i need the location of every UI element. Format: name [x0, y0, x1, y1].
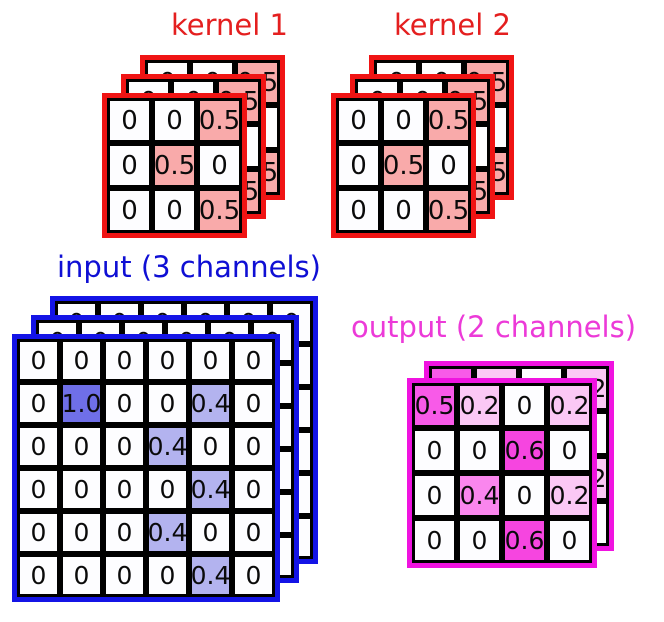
grid-cell: 0.4: [189, 382, 232, 425]
grid-cell: 0: [336, 143, 381, 188]
grid-cell: 0: [60, 468, 103, 511]
grid-cell: 0: [146, 468, 189, 511]
grid-cell: 0: [17, 468, 60, 511]
grid-cell: 0: [502, 473, 547, 518]
grid-cell: 0: [17, 511, 60, 554]
grid-cell: 0: [381, 188, 426, 233]
grid-cell: 0: [103, 425, 146, 468]
grid-cell: 0.2: [547, 473, 592, 518]
grid-cell: 0.5: [152, 143, 197, 188]
grid-cell: 0: [457, 428, 502, 473]
grid-cell: 0: [60, 339, 103, 382]
grid-cell: 0: [146, 554, 189, 597]
grid-cell: 0.4: [457, 473, 502, 518]
grid-cell: 0: [146, 382, 189, 425]
grid-cell: 0: [103, 339, 146, 382]
grid-cell: 0.4: [146, 425, 189, 468]
grid-cell: 0: [232, 382, 275, 425]
grid-cell: 0: [103, 468, 146, 511]
grid-cell: 0.5: [426, 188, 471, 233]
grid-cell: 0: [17, 339, 60, 382]
grid-cell: 0: [232, 554, 275, 597]
grid-cell: 0: [17, 554, 60, 597]
grid-cell: 0: [60, 425, 103, 468]
grid-cell: 0: [412, 428, 457, 473]
grid-cell: 1.0: [60, 382, 103, 425]
grid-cell: 0.6: [502, 428, 547, 473]
grid-cell: 0: [412, 473, 457, 518]
grid-cell: 0: [457, 518, 502, 563]
grid-cell: 0: [426, 143, 471, 188]
grid-cell: 0.4: [189, 468, 232, 511]
kernel-1-stack: 000.500.50000.5000.500.50000.5000.500.50…: [102, 55, 285, 238]
grid-cell: 0.2: [547, 383, 592, 428]
grid-cell: 0.6: [502, 518, 547, 563]
output-stack: 0.50.200.2000.6000.400.2000.600.50.200.2…: [407, 361, 614, 568]
grid-cell: 0: [232, 425, 275, 468]
grid-cell: 0: [103, 554, 146, 597]
grid-cell: 0: [103, 511, 146, 554]
grid-cell: 0: [17, 425, 60, 468]
grid-cell: 0: [189, 425, 232, 468]
kernel-2-label: kernel 2: [394, 8, 511, 42]
grid-cell: 0: [60, 511, 103, 554]
grid-cell: 0: [189, 511, 232, 554]
grid-cell: 0: [232, 468, 275, 511]
grid-cell: 0.2: [457, 383, 502, 428]
grid-cell: 0: [103, 382, 146, 425]
kernel-2-stack: 000.500.50000.5000.500.50000.5000.500.50…: [331, 55, 514, 238]
grid-cell: 0: [336, 188, 381, 233]
grid-cell: 0.5: [381, 143, 426, 188]
grid-cell: 0: [107, 143, 152, 188]
grid-cell: 0: [17, 382, 60, 425]
grid-cell: 0: [502, 383, 547, 428]
grid-cell: 0: [336, 98, 381, 143]
grid-cell: 0: [152, 98, 197, 143]
grid-cell: 0: [547, 518, 592, 563]
grid-cell: 0: [146, 339, 189, 382]
grid-cell: 0: [107, 98, 152, 143]
grid-cell: 0: [412, 518, 457, 563]
grid-cell: 0: [107, 188, 152, 233]
grid-cell: 0.5: [197, 188, 242, 233]
grid-cell: 0.4: [146, 511, 189, 554]
grid-cell: 0: [547, 428, 592, 473]
input-label: input (3 channels): [57, 250, 321, 284]
grid-cell: 0.5: [412, 383, 457, 428]
grid-cell: 0: [381, 98, 426, 143]
grid-cell: 0: [197, 143, 242, 188]
grid-cell: 0.5: [426, 98, 471, 143]
grid-cell: 0: [189, 339, 232, 382]
grid-cell: 0: [60, 554, 103, 597]
output-label: output (2 channels): [351, 310, 637, 344]
grid-cell: 0: [232, 511, 275, 554]
grid-cell: 0.4: [189, 554, 232, 597]
grid-cell: 0: [152, 188, 197, 233]
kernel-1-label: kernel 1: [171, 8, 288, 42]
grid-cell: 0.5: [197, 98, 242, 143]
grid-cell: 0: [232, 339, 275, 382]
